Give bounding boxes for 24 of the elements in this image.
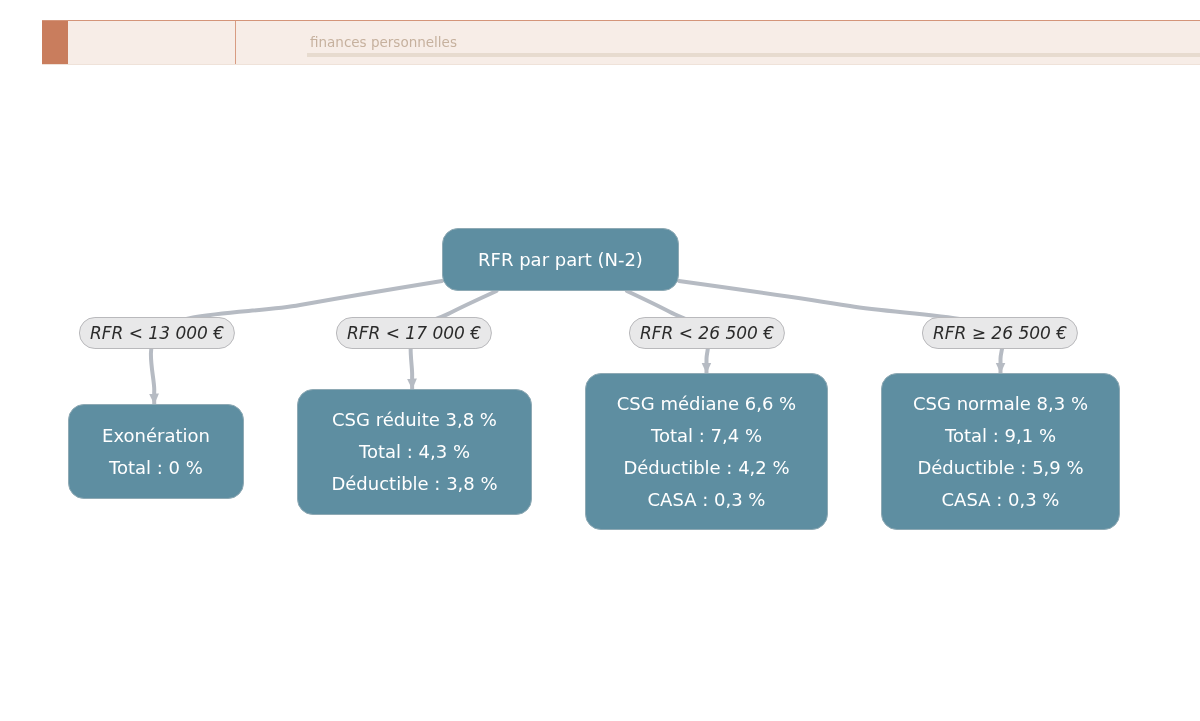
edge-label: RFR ≥ 26 500 €	[921, 317, 1079, 349]
node-text: Total : 0 %	[109, 455, 203, 480]
node-text: CASA : 0,3 %	[941, 487, 1060, 512]
node-text: Total : 4,3 %	[359, 440, 470, 464]
node-text: Déductible : 4,2 %	[623, 455, 790, 480]
node-text: CSG médiane 6,6 %	[616, 391, 797, 416]
node-text: Déductible : 3,8 %	[331, 472, 498, 496]
result-box	[68, 404, 244, 499]
edge-label: RFR < 26 500 €	[628, 317, 786, 349]
node-text: CASA : 0,3 %	[647, 487, 766, 512]
node-text: Total : 9,1 %	[945, 423, 1056, 448]
tagline: finances personnelles	[310, 34, 457, 50]
node-text: RFR par part (N-2)	[478, 247, 643, 272]
node-text: Déductible : 5,9 %	[917, 455, 1084, 480]
result-box	[585, 373, 828, 530]
result-box	[297, 389, 532, 515]
decision-box	[442, 228, 679, 291]
node-text: CSG réduite 3,8 %	[332, 408, 497, 432]
node-text: CSG normale 8,3 %	[913, 391, 1088, 416]
node-text: Exonération	[102, 423, 210, 448]
edge-label: RFR < 17 000 €	[335, 317, 493, 349]
result-box	[881, 373, 1120, 530]
node-text: Total : 7,4 %	[651, 423, 762, 448]
edge-label: RFR < 13 000 €	[78, 317, 236, 349]
